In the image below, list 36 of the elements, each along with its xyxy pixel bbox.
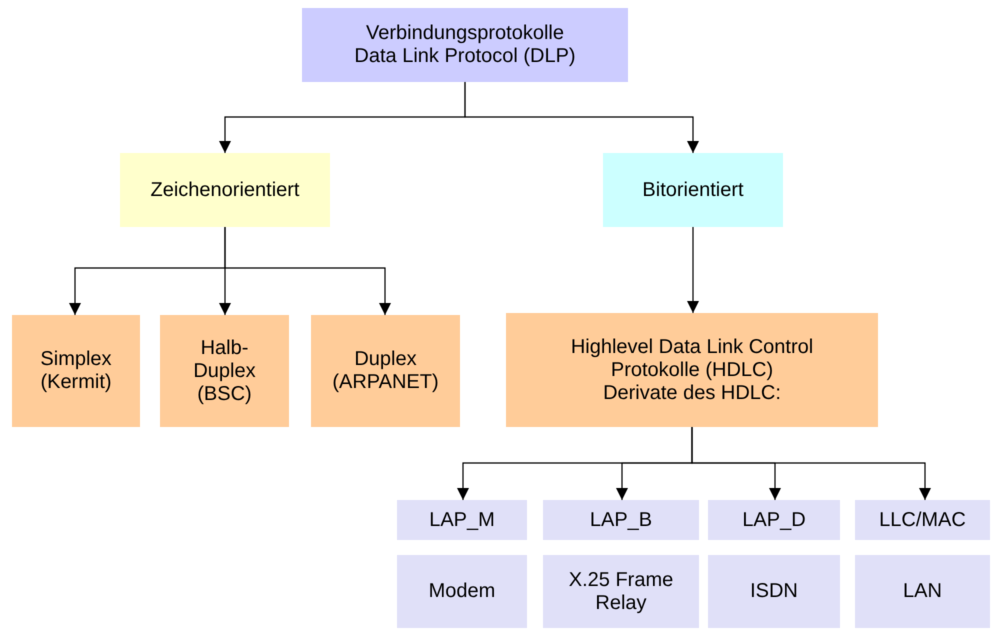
node-label: Highlevel Data Link Control Protokolle (HDLC) xyxy=(570,336,814,382)
category-box xyxy=(603,153,783,227)
title-box xyxy=(302,8,628,82)
node-label: ISDN xyxy=(750,580,798,603)
arrow xyxy=(687,227,699,313)
node-label: Duplex (ARPANET) xyxy=(331,348,440,394)
node-label: LAN xyxy=(903,580,942,603)
node-label: Data Link Protocol (DLP) xyxy=(354,45,576,68)
category-box xyxy=(120,153,330,227)
application-box xyxy=(397,555,527,628)
derivative-box xyxy=(855,500,990,540)
node-label: Derivate des HDLC: xyxy=(603,382,781,404)
arrow xyxy=(691,427,931,500)
derivative-box xyxy=(397,500,527,540)
node-label: LAP_B xyxy=(590,508,652,532)
protocol-box xyxy=(12,315,140,427)
node-label: Simplex (Kermit) xyxy=(39,348,113,394)
protocol-box xyxy=(311,315,460,427)
node-label: Zeichenorientiert xyxy=(150,178,300,202)
protocol-box xyxy=(506,313,878,427)
application-box xyxy=(543,555,699,628)
node-label: Modem xyxy=(428,580,496,603)
node-label: Bitorientiert xyxy=(642,178,744,202)
node-label: LAP_D xyxy=(742,508,806,532)
application-box xyxy=(855,555,990,628)
application-box xyxy=(708,555,840,628)
derivative-box xyxy=(708,500,840,540)
derivative-box xyxy=(543,500,699,540)
node-label: Halb- Duplex (BSC) xyxy=(192,336,257,406)
arrow xyxy=(464,82,699,153)
arrow xyxy=(224,227,391,315)
protocol-box xyxy=(160,315,289,427)
node-label: X.25 Frame Relay xyxy=(568,568,674,614)
node-label: LLC/MAC xyxy=(879,508,966,532)
node-label: LAP_M xyxy=(429,508,495,532)
node-label: Verbindungsprotokolle xyxy=(366,22,564,45)
